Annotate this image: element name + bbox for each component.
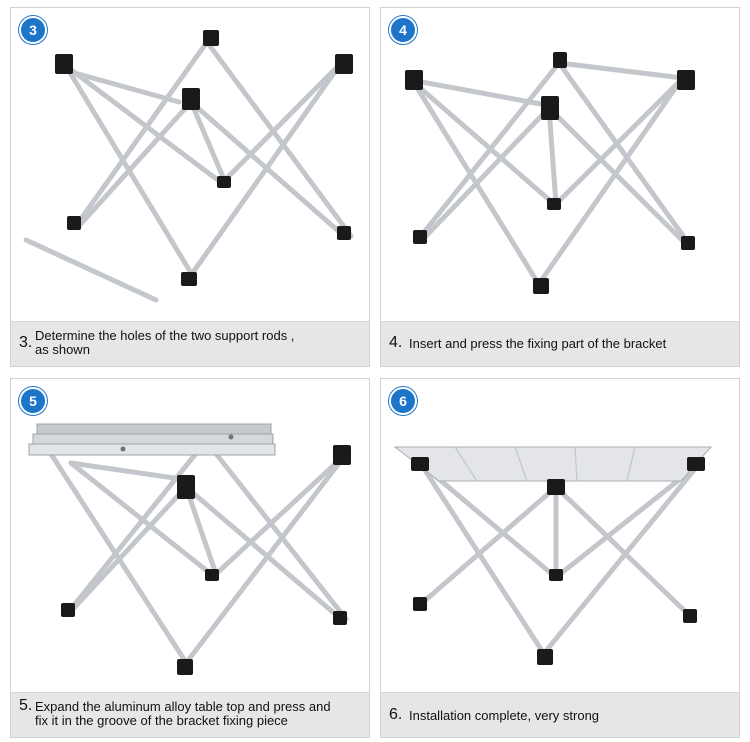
step-5-panel: 5 5. Expand the aluminum alloy table top… (10, 378, 370, 738)
step-3-number: 3. (19, 334, 33, 351)
step-3-panel: 3 3. Determine the holes of the two supp… (10, 7, 370, 367)
step-6-panel: 6 6. Installation complete, very strong (380, 378, 740, 738)
step-6-line-1: Installation complete, very strong (409, 708, 600, 723)
step-5-line-1: Expand the aluminum alloy table top and … (35, 699, 331, 714)
step-6-number: 6. (389, 706, 403, 723)
step-5-illustration (28, 423, 351, 675)
step-3-line-2: as shown (35, 342, 90, 357)
step-4-caption: 4. Insert and press the fixing part of t… (381, 321, 739, 366)
step-6-illustration (393, 446, 713, 665)
step-4-number: 4. (389, 334, 403, 351)
step-4-panel: 4 4. Insert and press the fixing part of… (380, 7, 740, 367)
step-6-caption: 6. Installation complete, very strong (381, 692, 739, 737)
step-5-number: 5. (19, 697, 33, 714)
step-3-badge: 3 (19, 16, 47, 44)
step-6-badge: 6 (389, 387, 417, 415)
step-3-illustration (23, 30, 354, 303)
step-5-badge: 5 (19, 387, 47, 415)
step-3-caption: 3. Determine the holes of the two suppor… (11, 321, 369, 366)
step-5-line-2: fix it in the groove of the bracket fixi… (35, 713, 288, 728)
step-4-illustration (405, 52, 695, 294)
step-4-badge: 4 (389, 16, 417, 44)
step-3-line-1: Determine the holes of the two support r… (35, 328, 295, 343)
step-4-line-1: Insert and press the fixing part of the … (409, 336, 667, 351)
step-5-caption: 5. Expand the aluminum alloy table top a… (11, 692, 369, 737)
